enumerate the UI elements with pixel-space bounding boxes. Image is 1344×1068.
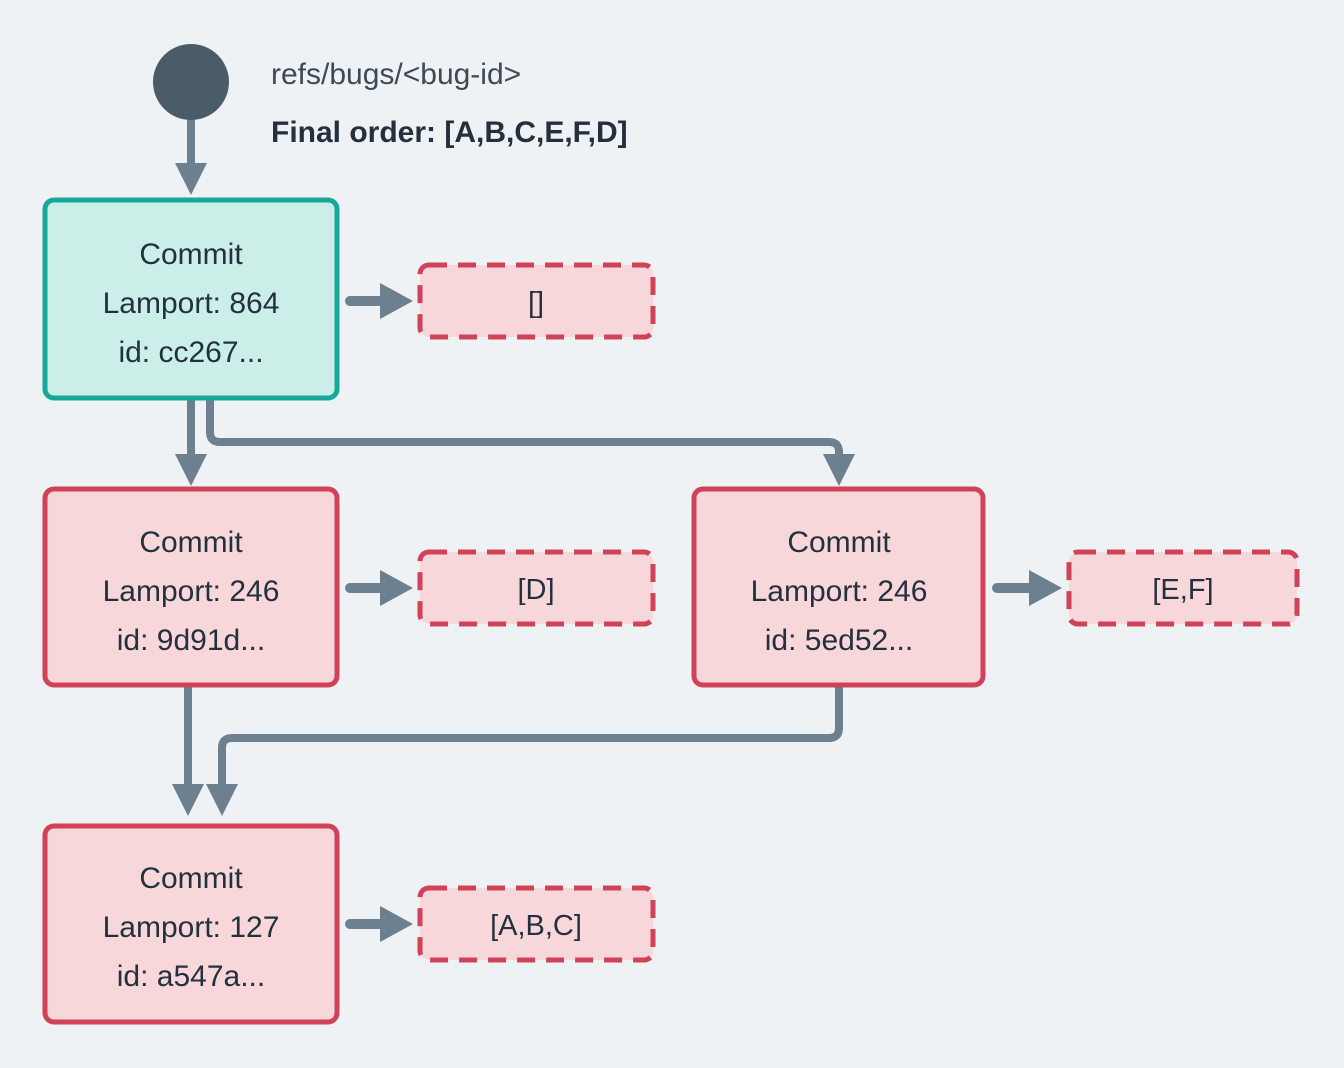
ref-path-label: refs/bugs/<bug-id> [271, 58, 521, 91]
ops-annotation-ef[interactable]: [E,F] [1066, 549, 1300, 627]
commit-node-9d91d-line-2: id: 9d91d... [117, 624, 265, 657]
ops-annotation-abc[interactable]: [A,B,C] [417, 885, 656, 963]
edge-9d91d-to-ops [345, 570, 413, 606]
commit-node-cc267-line-2: id: cc267... [118, 336, 263, 369]
commit-node-a547a-line-2: id: a547a... [117, 960, 265, 993]
ops-annotation-empty[interactable]: [] [417, 262, 656, 340]
edge-5ed52-to-a547a [206, 681, 843, 816]
commit-node-9d91d[interactable]: Commit Lamport: 246 id: 9d91d... [42, 486, 340, 688]
edge-5ed52-to-ops [992, 570, 1062, 606]
commit-node-9d91d-line-0: Commit [139, 526, 243, 559]
edge-cc267-to-ops [345, 283, 413, 319]
commit-node-9d91d-line-1: Lamport: 246 [103, 575, 280, 608]
edge-9d91d-to-a547a [172, 681, 204, 816]
ref-pointer-node[interactable] [153, 44, 229, 120]
ops-annotation-empty-text: [] [528, 287, 544, 319]
commit-node-5ed52-line-1: Lamport: 246 [751, 575, 928, 608]
edge-a547a-to-ops [345, 906, 413, 942]
commit-node-a547a-line-1: Lamport: 127 [103, 911, 280, 944]
commit-node-a547a[interactable]: Commit Lamport: 127 id: a547a... [42, 823, 340, 1025]
commit-node-a547a-line-0: Commit [139, 862, 243, 895]
ops-annotation-abc-text: [A,B,C] [490, 910, 582, 942]
commit-node-cc267-line-0: Commit [139, 238, 243, 271]
ops-annotation-d[interactable]: [D] [417, 549, 656, 627]
commit-node-5ed52-line-0: Commit [787, 526, 891, 559]
edge-layer [172, 112, 1062, 942]
commit-node-5ed52[interactable]: Commit Lamport: 246 id: 5ed52... [691, 486, 986, 688]
header-labels: refs/bugs/<bug-id> Final order: [A,B,C,E… [271, 58, 628, 149]
final-order-label: Final order: [A,B,C,E,F,D] [271, 116, 628, 149]
commit-node-cc267-line-1: Lamport: 864 [103, 287, 280, 320]
node-layer: Commit Lamport: 864 id: cc267... Commit … [42, 197, 986, 1025]
ops-annotation-d-text: [D] [517, 574, 554, 606]
ops-annotation-ef-text: [E,F] [1152, 574, 1213, 606]
annotation-layer: [] [D] [E,F] [A,B,C] [417, 262, 1300, 963]
commit-node-5ed52-line-2: id: 5ed52... [765, 624, 913, 657]
edge-cc267-to-9d91d [175, 394, 207, 486]
edge-cc267-to-5ed52 [206, 394, 855, 486]
commit-node-cc267[interactable]: Commit Lamport: 864 id: cc267... [42, 197, 340, 401]
edge-ref-to-cc267 [175, 112, 207, 195]
